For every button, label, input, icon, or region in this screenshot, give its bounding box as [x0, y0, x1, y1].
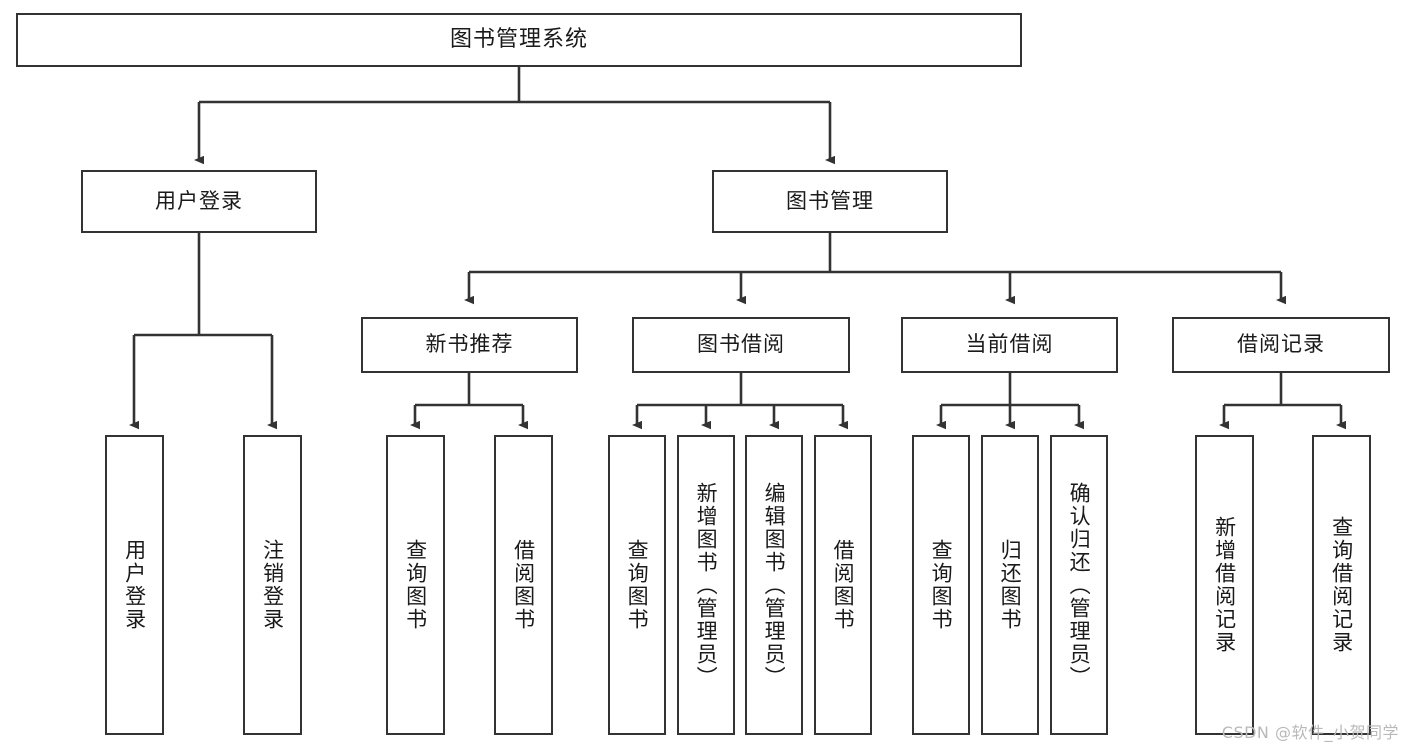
node-label: 借阅图书: [831, 539, 856, 631]
node-borrow-record[interactable]: 借阅记录: [1172, 317, 1390, 373]
leaf-add-record[interactable]: 新增借阅记录: [1195, 435, 1254, 735]
node-label: 查询图书: [625, 539, 650, 631]
leaf-borrow-book-2[interactable]: 借阅图书: [814, 435, 872, 735]
node-label: 编辑图书（管理员）: [762, 481, 787, 689]
leaf-confirm-return[interactable]: 确认归还（管理员）: [1050, 435, 1108, 735]
node-book-borrow[interactable]: 图书借阅: [632, 317, 850, 373]
leaf-query-book-3[interactable]: 查询图书: [912, 435, 970, 735]
node-label: 注销登录: [260, 539, 285, 631]
node-label: 图书管理系统: [449, 26, 588, 52]
node-label: 图书借阅: [697, 332, 785, 357]
node-label: 查询图书: [403, 539, 428, 631]
node-label: 归还图书: [998, 539, 1023, 631]
node-label: 借阅记录: [1237, 332, 1325, 357]
leaf-return-book[interactable]: 归还图书: [981, 435, 1039, 735]
csdn-watermark: CSDN @软件_小贺同学: [1221, 723, 1399, 742]
leaf-user-login[interactable]: 用户登录: [105, 435, 164, 735]
node-book-manage[interactable]: 图书管理: [712, 170, 948, 233]
leaf-borrow-book-1[interactable]: 借阅图书: [494, 435, 553, 735]
node-label: 借阅图书: [511, 539, 536, 631]
node-label: 查询图书: [929, 539, 954, 631]
leaf-query-book-1[interactable]: 查询图书: [386, 435, 445, 735]
node-label: 确认归还（管理员）: [1067, 481, 1092, 689]
node-label: 查询借阅记录: [1329, 516, 1354, 654]
node-label: 新增图书（管理员）: [694, 481, 719, 689]
node-label: 新增借阅记录: [1212, 516, 1237, 654]
node-label: 当前借阅: [965, 332, 1054, 357]
node-current-borrow[interactable]: 当前借阅: [901, 317, 1118, 373]
node-label: 用户登录: [122, 539, 147, 631]
leaf-user-logout[interactable]: 注销登录: [243, 435, 302, 735]
node-label: 用户登录: [155, 188, 243, 213]
node-label: 新书推荐: [425, 332, 514, 357]
node-root-system[interactable]: 图书管理系统: [16, 13, 1022, 67]
leaf-query-record[interactable]: 查询借阅记录: [1312, 435, 1371, 735]
leaf-edit-book[interactable]: 编辑图书（管理员）: [745, 435, 803, 735]
leaf-add-book[interactable]: 新增图书（管理员）: [677, 435, 735, 735]
node-label: 图书管理: [786, 188, 874, 213]
node-user-login[interactable]: 用户登录: [81, 170, 317, 233]
node-new-book-recommend[interactable]: 新书推荐: [361, 317, 578, 373]
leaf-query-book-2[interactable]: 查询图书: [608, 435, 666, 735]
